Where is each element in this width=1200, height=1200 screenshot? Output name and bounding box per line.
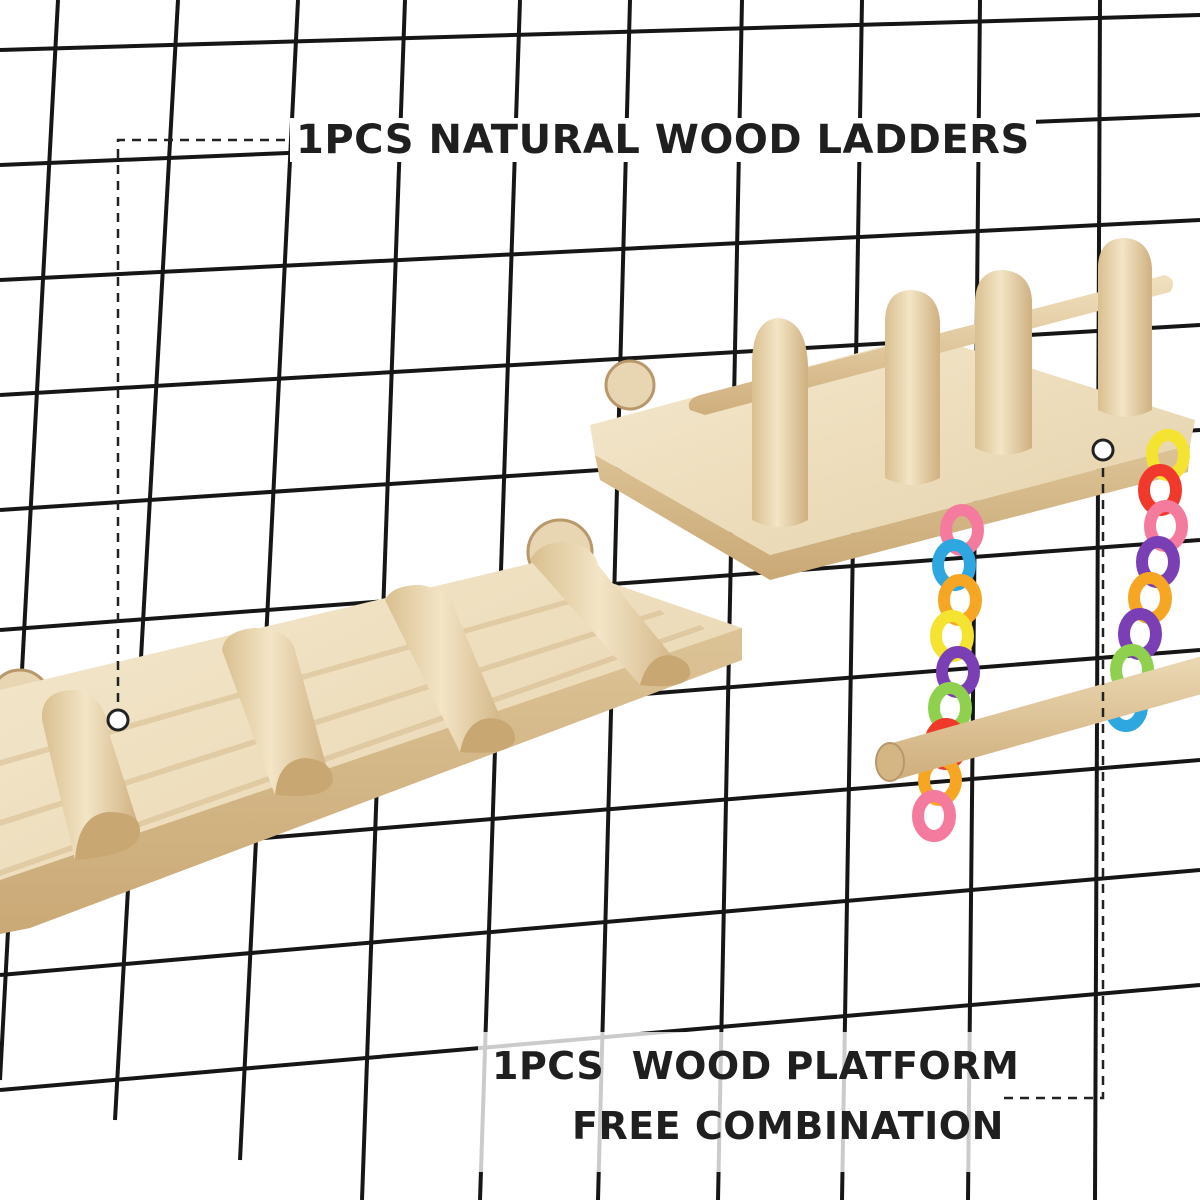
wood-ladder — [0, 518, 742, 934]
chain-left — [912, 504, 984, 842]
callout-line-platform — [1000, 452, 1105, 1100]
callout-dot-icon — [1091, 438, 1115, 462]
ladder-rung — [385, 585, 515, 753]
caption-backdrop — [478, 1032, 998, 1172]
platform-caption-line-2: FREE COMBINATION — [572, 1104, 1004, 1148]
callout-line-ladder — [116, 138, 285, 718]
platform-post — [1098, 238, 1152, 417]
ladder-rung — [41, 690, 141, 860]
platform-post — [975, 270, 1032, 455]
ladder-caption: 1PCS NATURAL WOOD LADDERS — [290, 118, 1036, 162]
platform-caption-line-1: 1PCS WOOD PLATFORM — [492, 1044, 1020, 1088]
ladder-rung — [530, 541, 691, 687]
swing-perch — [875, 656, 1200, 782]
callout-dot-icon — [106, 708, 130, 732]
platform-post — [885, 290, 940, 485]
ladder-rung — [222, 628, 333, 796]
platform-post — [752, 318, 808, 528]
wood-platform — [590, 238, 1195, 580]
chain-right — [1104, 429, 1190, 732]
